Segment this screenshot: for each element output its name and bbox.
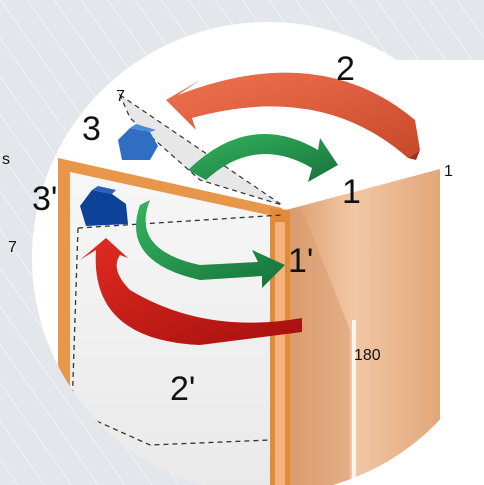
label-arrow-2-prime: 2': [170, 370, 195, 408]
label-edge-1-right: 1: [444, 163, 453, 180]
label-partial-s: s: [2, 151, 10, 168]
label-arrow-1: 1: [342, 173, 361, 211]
label-angle-180: 180: [354, 347, 381, 364]
label-edge-7-left: 7: [8, 239, 17, 256]
label-arrow-1-prime: 1': [288, 242, 313, 280]
label-edge-7-top: 7: [116, 88, 125, 105]
label-block-3-prime: 3': [32, 180, 57, 218]
door-leaf-highlight: [352, 320, 356, 485]
label-block-3: 3: [82, 110, 101, 148]
label-arrow-2: 2: [336, 50, 355, 88]
